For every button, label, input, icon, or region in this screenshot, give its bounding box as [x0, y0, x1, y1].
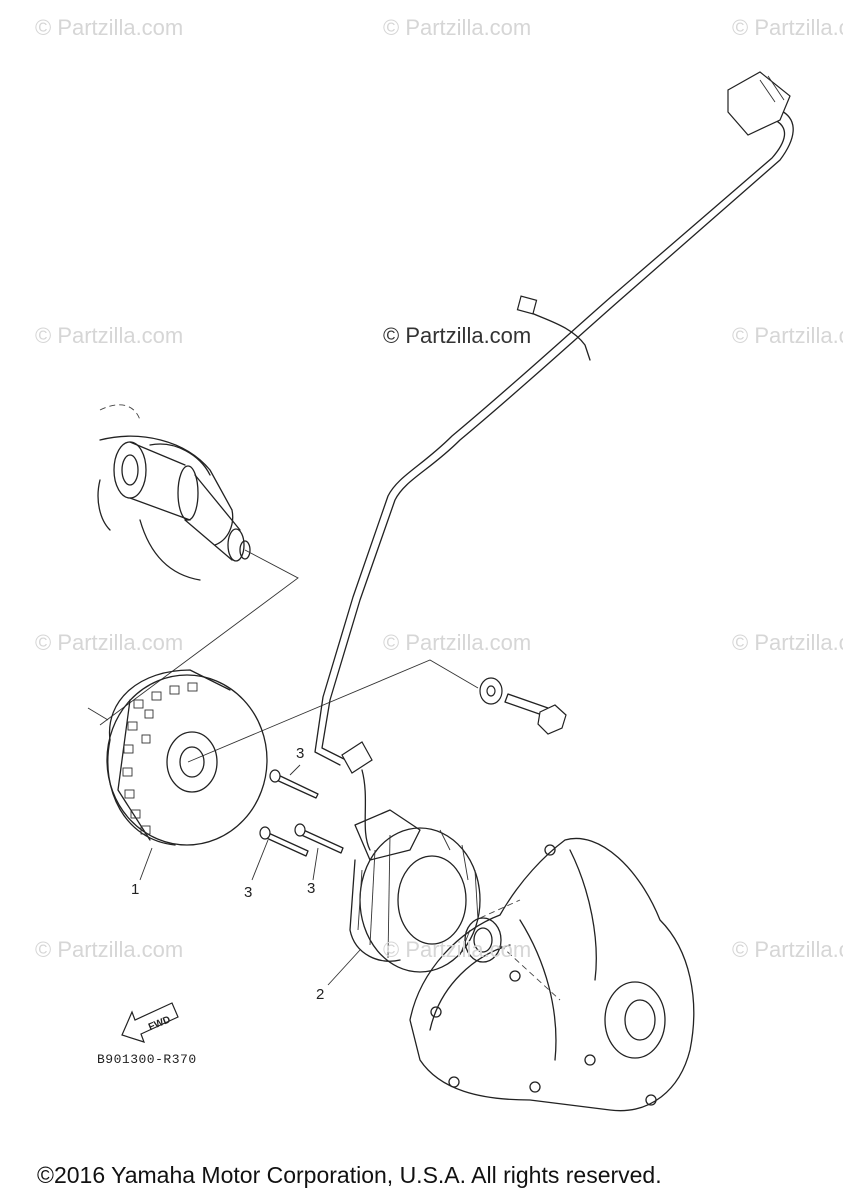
- diagram-code: B901300-R370: [97, 1052, 197, 1067]
- flywheel-rotor: [106, 669, 268, 846]
- callout-bolt: 3: [296, 745, 305, 762]
- callout-flywheel: 1: [131, 881, 140, 898]
- watermark: © Partzilla.com: [732, 15, 843, 40]
- callout-stator: 2: [316, 986, 325, 1003]
- watermark: © Partzilla.com: [732, 323, 843, 348]
- watermark: © Partzilla.com: [35, 630, 184, 655]
- watermark: © Partzilla.com: [732, 630, 843, 655]
- watermark: © Partzilla.com: [383, 630, 532, 655]
- bolt-set: [259, 769, 344, 857]
- watermark: © Partzilla.com: [383, 323, 532, 348]
- crankshaft: [97, 404, 251, 581]
- crankcase-cover: [409, 837, 695, 1112]
- watermark: © Partzilla.com: [383, 937, 532, 962]
- alignment-lines: [87, 549, 479, 763]
- wire-harness: [314, 71, 794, 774]
- watermark: © Partzilla.com: [35, 937, 184, 962]
- watermark: © Partzilla.com: [732, 937, 843, 962]
- watermark: © Partzilla.com: [383, 15, 532, 40]
- callout-bolt: 3: [307, 880, 316, 897]
- stator: [349, 769, 481, 973]
- washer-bolt: [479, 677, 567, 735]
- callout-bolt: 3: [244, 884, 253, 901]
- watermark: © Partzilla.com: [35, 323, 184, 348]
- leader-lines: [139, 764, 361, 986]
- watermark: © Partzilla.com: [35, 15, 184, 40]
- fwd-arrow-icon: FWD: [121, 1002, 179, 1043]
- copyright-notice: ©2016 Yamaha Motor Corporation, U.S.A. A…: [37, 1162, 662, 1188]
